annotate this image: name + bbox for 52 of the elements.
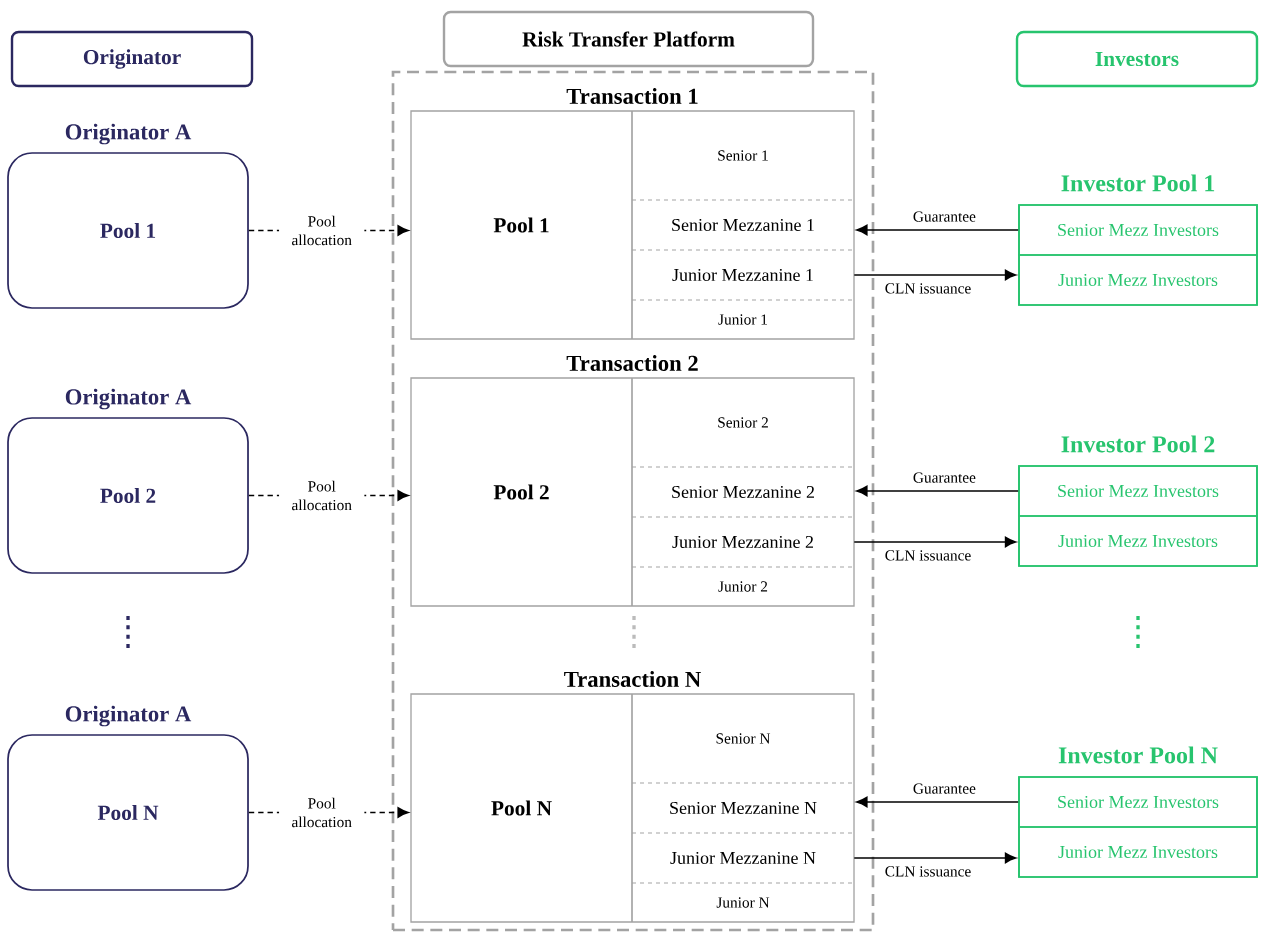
tranche-cell: Senior 1 <box>718 150 768 161</box>
pool-cell: Pool N <box>491 800 552 816</box>
arrow <box>856 796 1019 808</box>
transaction-heading: Transaction 1 <box>566 88 698 104</box>
tranche-cell: Senior 2 <box>718 417 768 428</box>
investor-box: Junior Mezz Investors <box>1018 515 1258 567</box>
edge-label: Guarantee <box>911 471 978 485</box>
investor-box: Junior Mezz Investors <box>1018 826 1258 878</box>
originator-heading: Originator A <box>65 705 192 727</box>
tranche-cell: Junior Mezzanine N <box>670 851 816 865</box>
originator-heading: Originator A <box>65 388 192 410</box>
header-box: Investors <box>1015 30 1259 88</box>
investor-box: Senior Mezz Investors <box>1018 776 1258 828</box>
investor-box: Senior Mezz Investors <box>1018 465 1258 517</box>
pool-cell: Pool 1 <box>493 217 549 233</box>
transaction-heading: Transaction N <box>564 671 701 687</box>
transaction-heading: Transaction 2 <box>566 355 698 371</box>
investor-pool-heading: Investor Pool 1 <box>1061 174 1215 192</box>
edge-label: CLN issuance <box>883 548 973 562</box>
edge-label: Guarantee <box>911 782 978 796</box>
investor-box: Senior Mezz Investors <box>1018 204 1258 256</box>
edge-label: CLN issuance <box>883 864 973 878</box>
tranche-cell: Junior Mezzanine 2 <box>672 535 813 549</box>
tranche-cell: Senior N <box>716 733 771 744</box>
tranche-cell: Senior Mezzanine 1 <box>672 218 814 232</box>
edge-label: Pool allocation <box>279 479 365 512</box>
pool-box: Pool 1 <box>7 152 249 309</box>
investor-pool-heading: Investor Pool 2 <box>1061 435 1215 453</box>
tranche-cell: Junior Mezzanine 1 <box>672 268 813 282</box>
tranche-cell: Senior Mezzanine N <box>670 801 817 815</box>
investor-pool-heading: Investor Pool N <box>1058 746 1218 764</box>
tranche-cell: Junior 1 <box>718 314 767 325</box>
tranche-cell: Senior Mezzanine 2 <box>672 485 814 499</box>
pool-cell: Pool 2 <box>493 484 549 500</box>
pool-box: Pool 2 <box>7 417 249 574</box>
edge-label: CLN issuance <box>883 281 973 295</box>
arrow <box>853 269 1017 281</box>
originator-heading: Originator A <box>65 123 192 145</box>
pool-box: Pool N <box>7 734 249 891</box>
header-box: Originator <box>10 30 254 88</box>
edge-label: Guarantee <box>911 210 978 224</box>
platform-frame <box>391 70 875 932</box>
edge-label: Pool allocation <box>279 796 365 829</box>
header-box: Risk Transfer Platform <box>442 10 815 68</box>
investor-box: Junior Mezz Investors <box>1018 254 1258 306</box>
tranche-cell: Junior N <box>716 897 770 908</box>
arrow <box>856 224 1019 236</box>
arrow <box>853 536 1017 548</box>
edge-label: Pool allocation <box>279 214 365 247</box>
arrow <box>853 852 1017 864</box>
arrow <box>856 485 1019 497</box>
tranche-cell: Junior 2 <box>718 581 768 592</box>
